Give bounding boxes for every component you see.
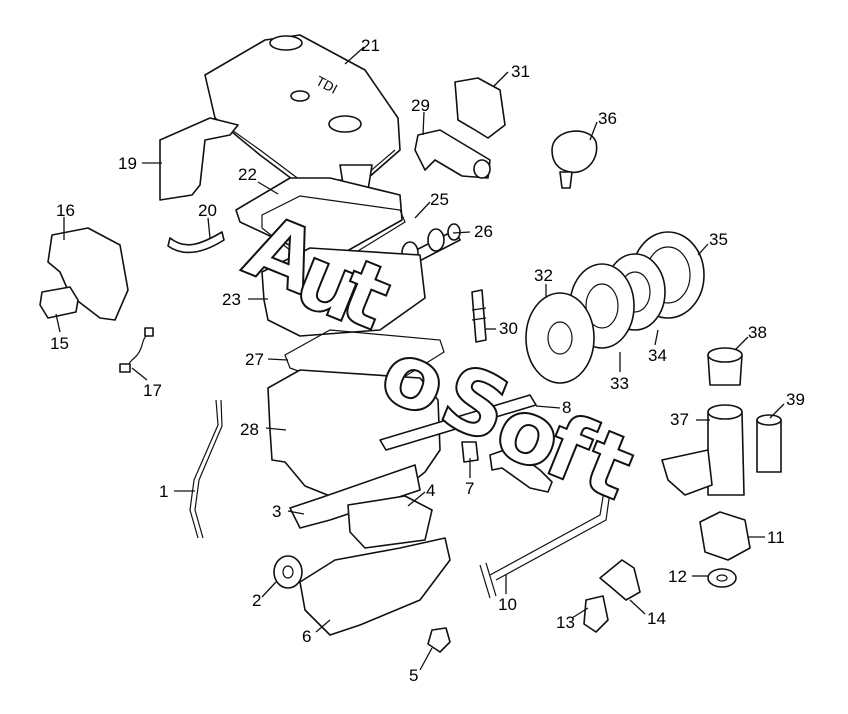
oil-filter-cap-part [707,347,743,386]
callout-14: 14 [647,609,666,628]
callout-6: 6 [302,627,311,646]
callout-16: 16 [56,201,75,220]
callout-20: 20 [198,201,217,220]
callout-19: 19 [118,154,137,173]
callout-21: 21 [361,36,380,55]
sensor-part [39,286,79,319]
oil-pan-part [299,537,451,636]
oil-pump-part [347,495,433,549]
callout-31: 31 [511,62,530,81]
mount-washer-part [707,568,737,588]
callout-labels: 21 31 29 36 19 22 25 20 26 16 35 32 23 3… [50,36,805,685]
plug-part [461,441,479,463]
small-bracket-part [599,559,641,601]
oil-filter-housing-part [661,404,745,496]
callout-38: 38 [748,323,767,342]
engine-cover-part: TDI [204,34,401,191]
coolant-hose-part [489,447,553,493]
callout-25: 25 [430,190,449,209]
callout-39: 39 [786,390,805,409]
callout-23: 23 [222,290,241,309]
callout-13: 13 [556,613,575,632]
crankshaft-part [289,464,421,529]
callout-37: 37 [670,410,689,429]
callout-35: 35 [709,230,728,249]
callout-8: 8 [562,398,571,417]
oil-sensor-part [427,627,451,653]
callout-33: 33 [610,374,629,393]
oil-filter-element-part [756,414,782,473]
callout-29: 29 [411,96,430,115]
callout-3: 3 [272,502,281,521]
callout-4: 4 [426,481,435,500]
vacuum-reservoir-part [551,130,598,189]
dipstick-tube-part [189,399,223,539]
callout-12: 12 [668,567,687,586]
gasket-part [261,195,406,263]
callout-11: 11 [767,528,785,547]
hose-part [167,231,225,254]
sensor-cable-part [119,327,154,373]
callout-30: 30 [499,319,518,338]
sprocket-part [273,555,303,589]
flywheel-part [525,292,595,384]
coolant-pipe-part [379,394,537,451]
coolant-flange-part [414,129,491,179]
cylinder-head-part [261,247,426,337]
callout-15: 15 [50,334,69,353]
heat-shield-part [159,117,239,201]
callout-17: 17 [143,381,162,400]
callout-26: 26 [474,222,493,241]
callout-7: 7 [465,479,474,498]
callout-2: 2 [252,591,261,610]
long-coolant-pipe-part [479,484,612,599]
callout-10: 10 [498,595,517,614]
mounting-bracket-part [47,227,129,321]
callout-5: 5 [409,666,418,685]
valve-part [583,595,609,633]
engine-mount-part [699,511,751,561]
callout-36: 36 [598,109,617,128]
bracket-part [454,77,506,139]
callout-32: 32 [534,266,553,285]
callout-34: 34 [648,346,667,365]
leader-lines [55,46,785,671]
callout-22: 22 [238,165,257,184]
callout-28: 28 [240,420,259,439]
callout-1: 1 [159,482,168,501]
injector-part [471,289,487,343]
cylinder-head-cover-part [235,177,403,256]
callout-27: 27 [245,350,264,369]
